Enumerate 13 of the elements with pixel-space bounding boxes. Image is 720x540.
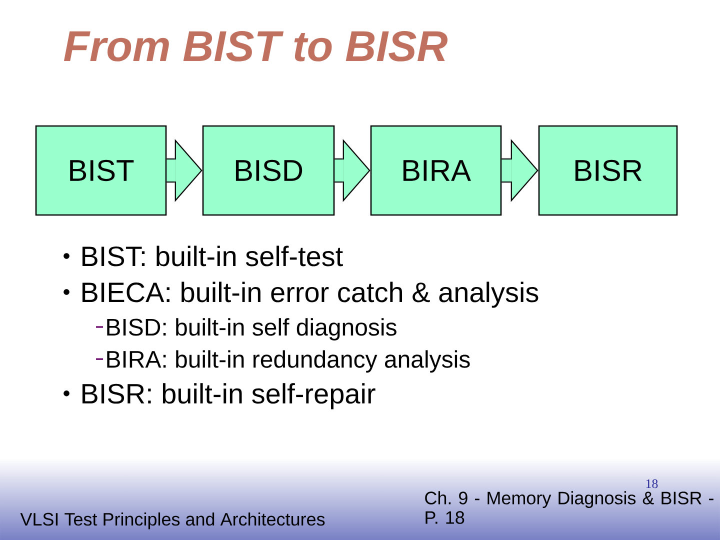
footer-text: Ch. 9 - Memory Diagnosis & BISR - P. 18 (425, 491, 714, 524)
sub-bullet-text: BISD: built-in self diagnosis (107, 318, 396, 340)
block-arrow (166, 139, 202, 202)
page-number: 18 (646, 479, 658, 488)
bullet-text: BIST: built-in self-test (82, 246, 343, 266)
slide-title: From BIST to BISR (64, 30, 448, 62)
sub-bullet-text: BIRA: built-in redundancy analysis (107, 350, 470, 373)
bullet-text: BIECA: built-in error catch & analysis (82, 282, 538, 308)
footer-text: VLSI Test Principles and Architectures (20, 512, 325, 530)
block-arrow (334, 139, 370, 202)
block-arrow (502, 139, 538, 202)
bullet-text: BISR: built-in self-repair (82, 383, 376, 410)
process-box: BIST (35, 125, 167, 216)
